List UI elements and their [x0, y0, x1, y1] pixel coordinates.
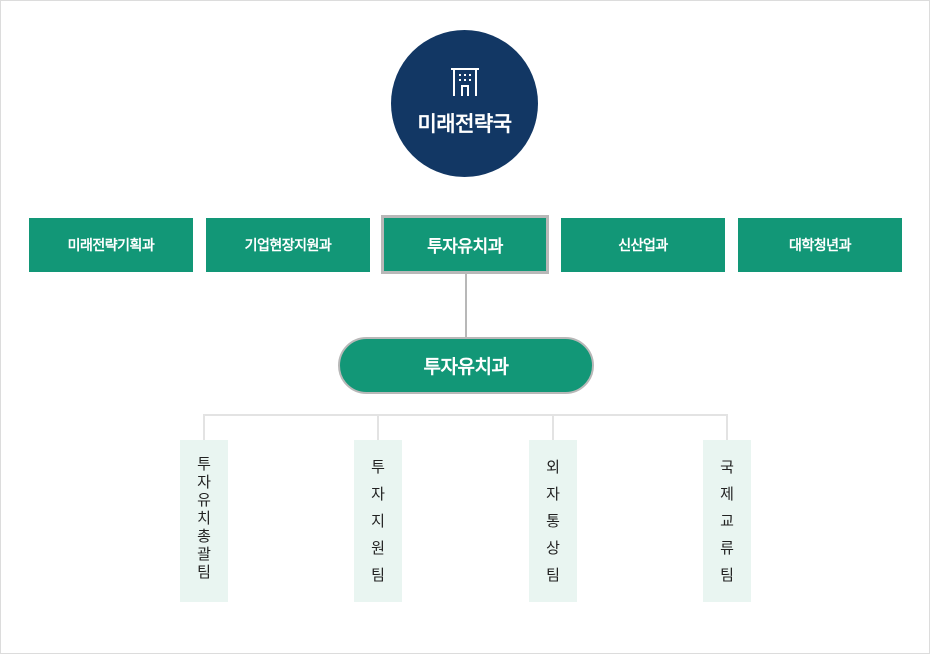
team-label-glyph: 투	[371, 458, 385, 476]
department-label: 대학청년과	[789, 238, 851, 254]
selected-department-node: 투자유치과	[338, 337, 594, 394]
team-label-glyph: 교	[720, 512, 734, 530]
department-label: 미래전략기획과	[67, 238, 155, 254]
team-label-glyph: 통	[546, 512, 560, 530]
team-label-glyph: 괄	[197, 545, 211, 563]
team-connector-drop	[203, 414, 205, 440]
department-label: 신산업과	[618, 238, 668, 254]
team-label-glyph: 상	[546, 539, 560, 557]
team-connector-drop	[552, 414, 554, 440]
team-label-glyph: 자	[371, 485, 385, 503]
department-business-site-support[interactable]: 기업현장지원과	[206, 218, 370, 272]
department-label: 투자유치과	[427, 237, 503, 257]
team-label-glyph: 팀	[720, 566, 734, 584]
team-label-glyph: 지	[371, 512, 385, 530]
team-label-glyph: 원	[371, 539, 385, 557]
team-connector-drop	[726, 414, 728, 440]
team-label-glyph: 자	[546, 485, 560, 503]
team-label-glyph: 국	[720, 458, 734, 476]
team-label-glyph: 팀	[371, 566, 385, 584]
team-label-glyph: 자	[197, 473, 211, 491]
department-future-strategy-planning[interactable]: 미래전략기획과	[29, 218, 193, 272]
department-investment-attraction[interactable]: 투자유치과	[381, 215, 549, 274]
department-university-youth[interactable]: 대학청년과	[738, 218, 902, 272]
team-connector-bar	[204, 414, 728, 416]
team-label-glyph: 치	[197, 509, 211, 527]
team-label-glyph: 팀	[197, 563, 211, 581]
team-label-glyph: 유	[197, 491, 211, 509]
team-label-glyph: 외	[546, 458, 560, 476]
root-title: 미래전략국	[417, 111, 512, 136]
department-new-industry[interactable]: 신산업과	[561, 218, 725, 272]
selected-department-title: 투자유치과	[423, 356, 509, 378]
root-node: 미래전략국	[391, 30, 538, 177]
team-connector-drop	[377, 414, 379, 440]
connector-line	[465, 274, 467, 337]
team-label-glyph: 팀	[546, 566, 560, 584]
department-label: 기업현장지원과	[244, 238, 332, 254]
team-label-glyph: 투	[197, 455, 211, 473]
team-label-glyph: 총	[197, 527, 211, 545]
team-label-glyph: 류	[720, 539, 734, 557]
building-icon	[450, 67, 479, 96]
team-label-glyph: 제	[720, 485, 734, 503]
